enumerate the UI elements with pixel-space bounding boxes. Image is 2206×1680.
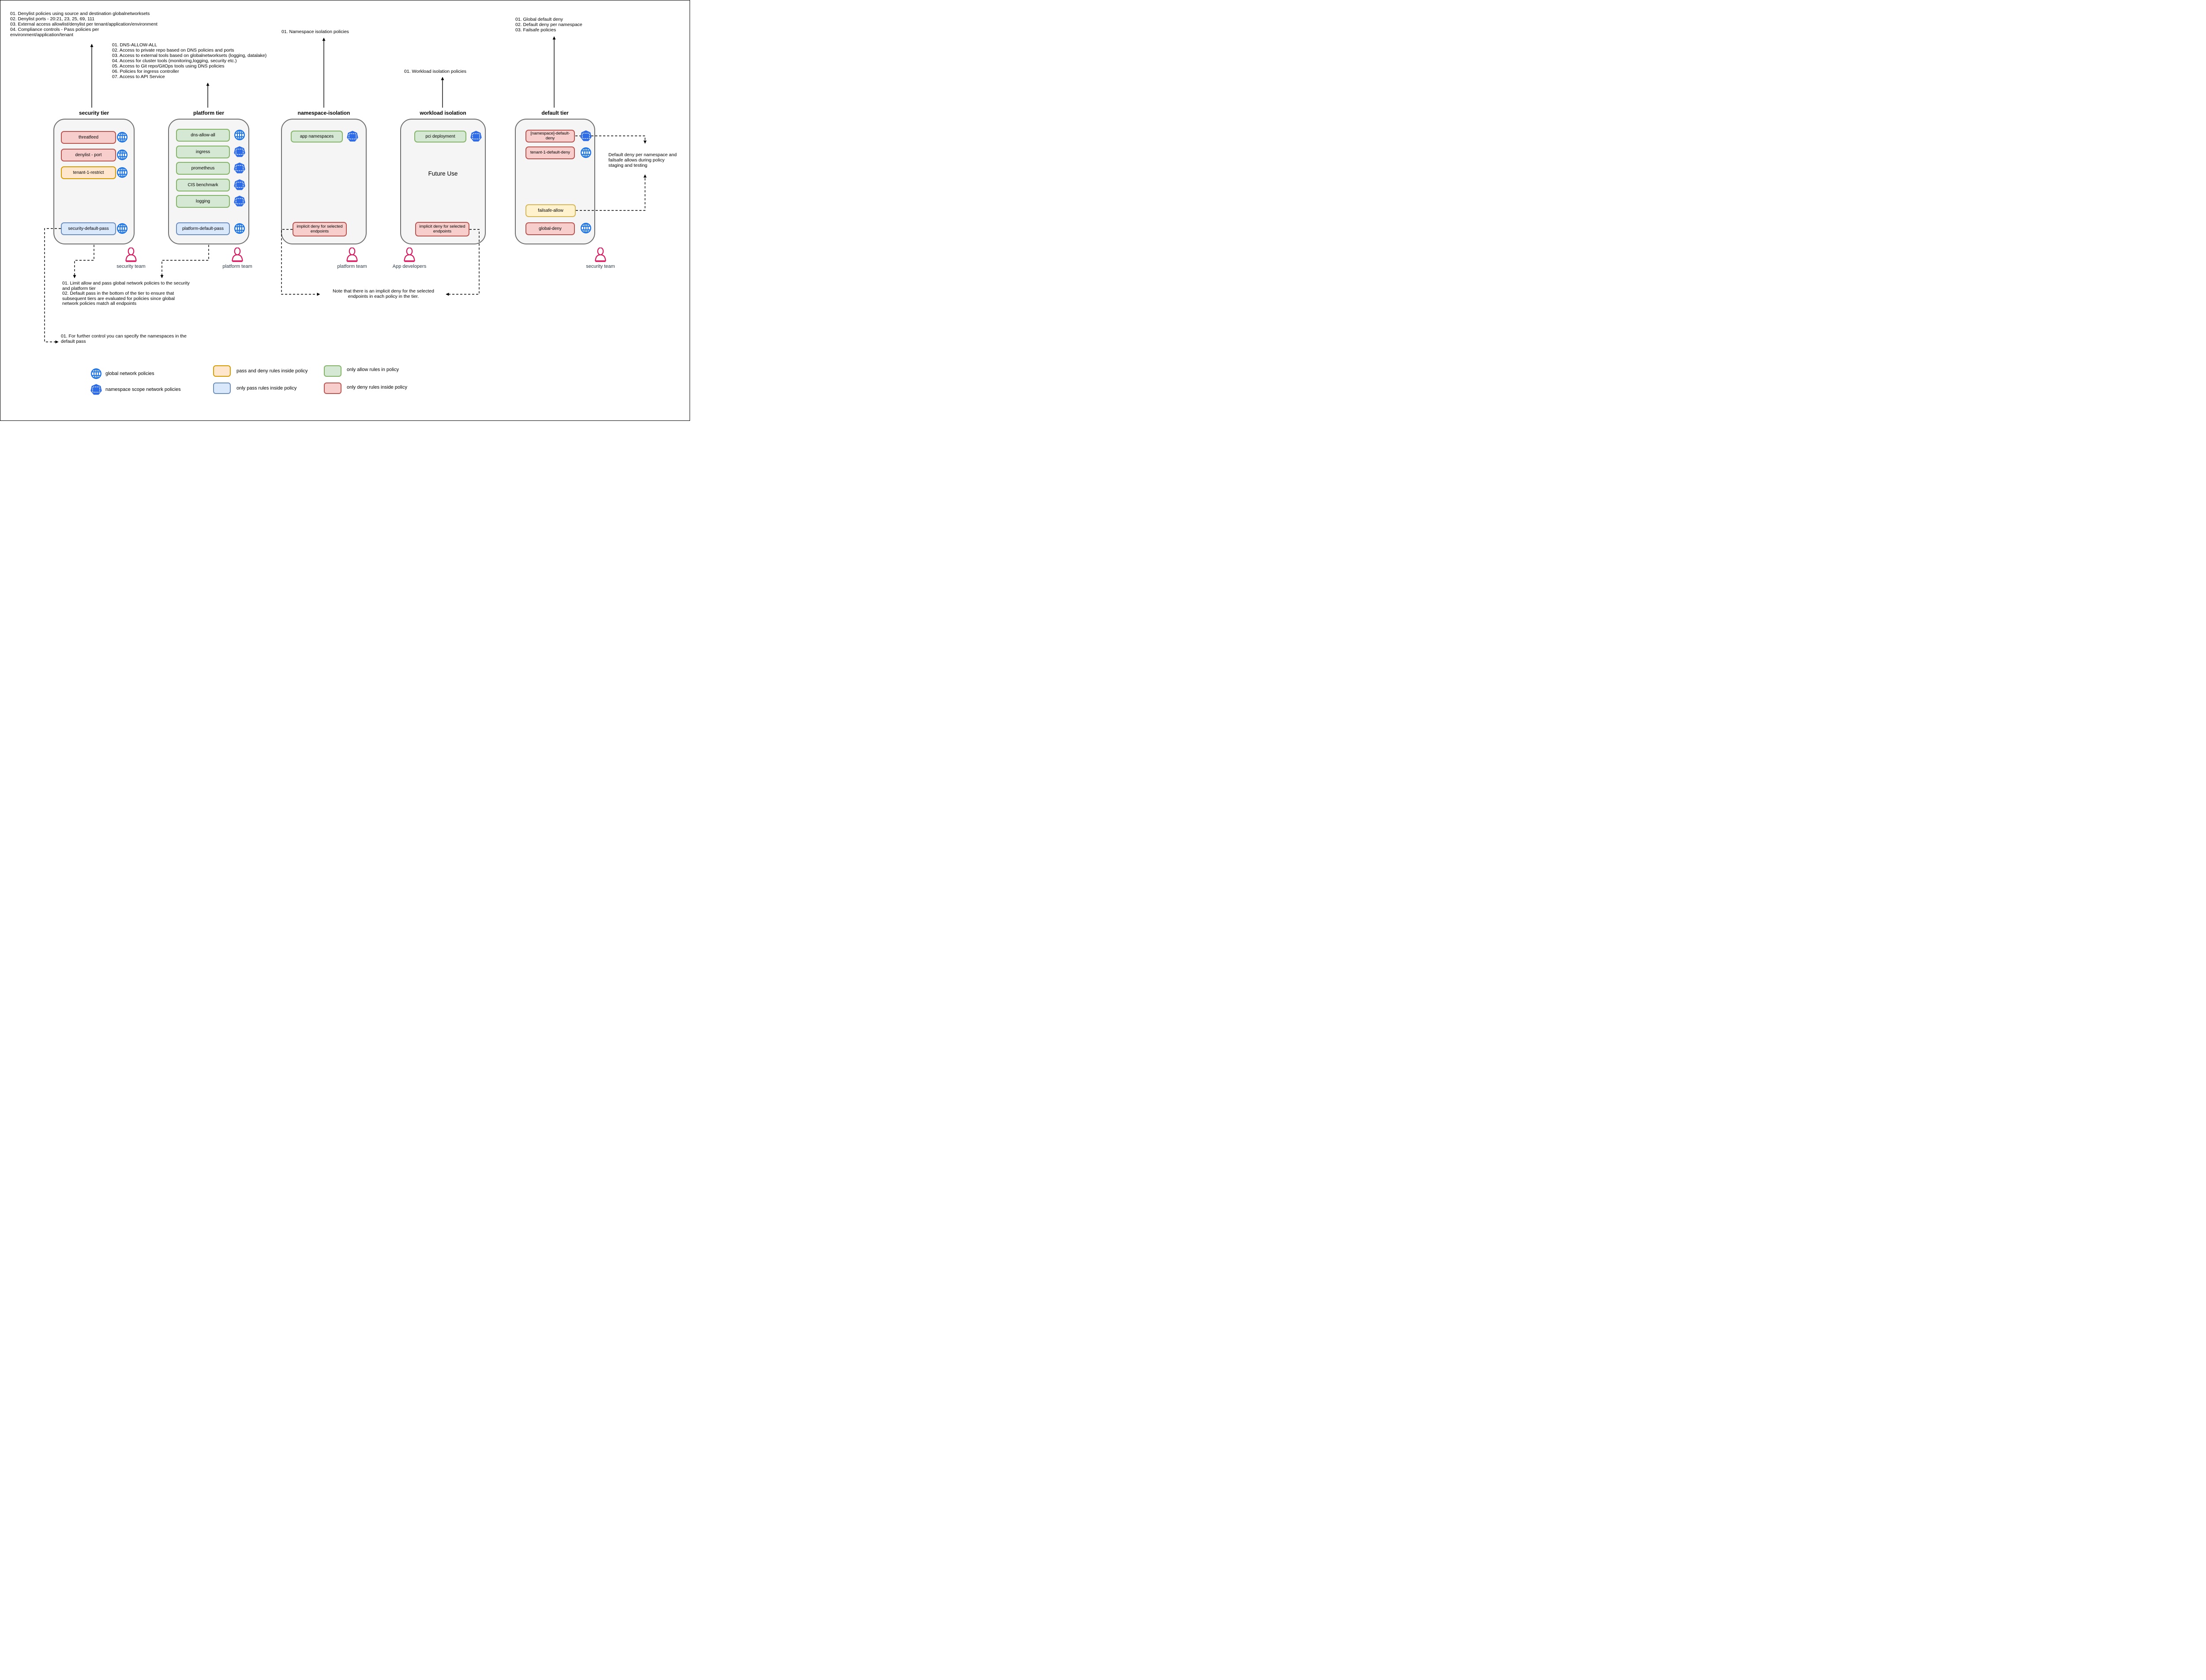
policy-failsafe-allow: failsafe-allow	[525, 204, 576, 217]
platform-tier-notes: 01. DNS-ALLOW-ALL 02. Access to private …	[112, 42, 267, 79]
person-icon	[125, 248, 137, 262]
namespace-icon	[580, 130, 592, 141]
policy-namespace-implicit-deny: implicit deny for selected endpoints	[293, 222, 347, 236]
team-label-default: security team	[586, 264, 615, 269]
pass-limits-note: 01. Limit allow and pass global network …	[62, 281, 190, 306]
namespace-icon	[470, 131, 482, 142]
globe-icon	[234, 223, 245, 234]
namespace-icon	[234, 179, 245, 190]
legend-label-only-deny: only deny rules inside policy	[347, 385, 407, 390]
network-policy-tiers-diagram: 01. Denylist policies using source and d…	[0, 0, 690, 421]
default-tier-notes: 01. Global default deny 02. Default deny…	[515, 17, 582, 33]
globe-icon	[116, 131, 128, 143]
globe-icon	[580, 147, 592, 158]
policy-platform-default-pass: platform-default-pass	[176, 222, 230, 235]
namespace-icon	[234, 146, 245, 157]
policy-tenant-1-restrict: tenant-1-restrict	[61, 166, 116, 179]
security-tier-notes: 01. Denylist policies using source and d…	[10, 11, 158, 38]
workload-isolation-note: 01. Workload isolation policies	[404, 69, 467, 74]
legend-swatch-only-deny	[324, 382, 341, 394]
implicit-deny-note: Note that there is an implicit deny for …	[333, 289, 434, 299]
policy-ingress: ingress	[176, 146, 230, 158]
tier-title-namespace-isolation: namespace-isolation	[297, 110, 350, 116]
person-icon	[232, 248, 243, 262]
tier-title-security: security tier	[79, 110, 109, 116]
person-icon	[346, 248, 358, 262]
globe-icon	[116, 223, 128, 234]
team-label-platform: platform team	[222, 264, 252, 269]
policy-global-deny: global-deny	[525, 222, 575, 235]
policy-prometheus: prometheus	[176, 162, 230, 175]
policy-logging: logging	[176, 195, 230, 208]
policy-pci-deployment: pci deployment	[414, 131, 466, 142]
legend-swatch-pass-and-deny	[213, 365, 231, 377]
tier-title-default: default tier	[541, 110, 569, 116]
policy-cis-benchmark: CIS benchmark	[176, 179, 230, 191]
legend-label-only-pass: only pass rules inside policy	[236, 386, 297, 391]
globe-icon	[116, 167, 128, 178]
team-label-namespace-isolation: platform team	[337, 264, 367, 269]
legend-label-only-allow: only allow rules in policy	[347, 367, 399, 372]
policy-namespace-default-deny: [namespace]-default-deny	[525, 130, 575, 142]
globe-icon	[234, 129, 245, 141]
team-label-workload-isolation: App developers	[392, 264, 427, 269]
policy-security-default-pass: security-default-pass	[61, 222, 116, 235]
policy-denylist-port: denylist - port	[61, 149, 116, 161]
connector-security-default-pass-further-control	[44, 228, 61, 344]
future-use-label: Future Use	[428, 170, 458, 177]
globe-icon	[116, 149, 128, 161]
further-control-note: 01. For further control you can specify …	[61, 334, 187, 344]
policy-threatfeed: threatfeed	[61, 131, 116, 144]
default-deny-failsafe-note: Default deny per namespace and failsafe …	[608, 152, 677, 168]
policy-tenant-1-default-deny: tenant-1-default-deny	[525, 146, 575, 159]
legend-label-namespace: namespace scope network policies	[105, 387, 181, 392]
globe-icon	[90, 368, 102, 379]
globe-icon	[580, 222, 592, 234]
tier-title-platform: platform tier	[193, 110, 224, 116]
connector-security-tier-pass-limits	[73, 245, 94, 278]
legend-swatch-only-allow	[324, 365, 341, 377]
tier-title-workload-isolation: workload isolation	[420, 110, 466, 116]
namespace-icon	[234, 195, 245, 206]
connector-platform-tier-pass-limits	[160, 245, 209, 278]
legend-swatch-only-pass	[213, 382, 231, 394]
legend-label-pass-and-deny: pass and deny rules inside policy	[236, 368, 308, 374]
person-icon	[404, 248, 415, 262]
namespace-isolation-note: 01. Namespace isolation policies	[281, 29, 349, 34]
namespace-icon	[347, 131, 358, 142]
person-icon	[595, 248, 606, 262]
policy-workload-implicit-deny: implicit deny for selected endpoints	[415, 222, 469, 236]
policy-dns-allow-all: dns-allow-all	[176, 129, 230, 142]
team-label-security: security team	[116, 264, 146, 269]
legend-label-global: global network policies	[105, 371, 154, 376]
namespace-icon	[90, 384, 102, 395]
namespace-icon	[234, 162, 245, 173]
policy-app-namespaces: app namespaces	[291, 131, 343, 142]
